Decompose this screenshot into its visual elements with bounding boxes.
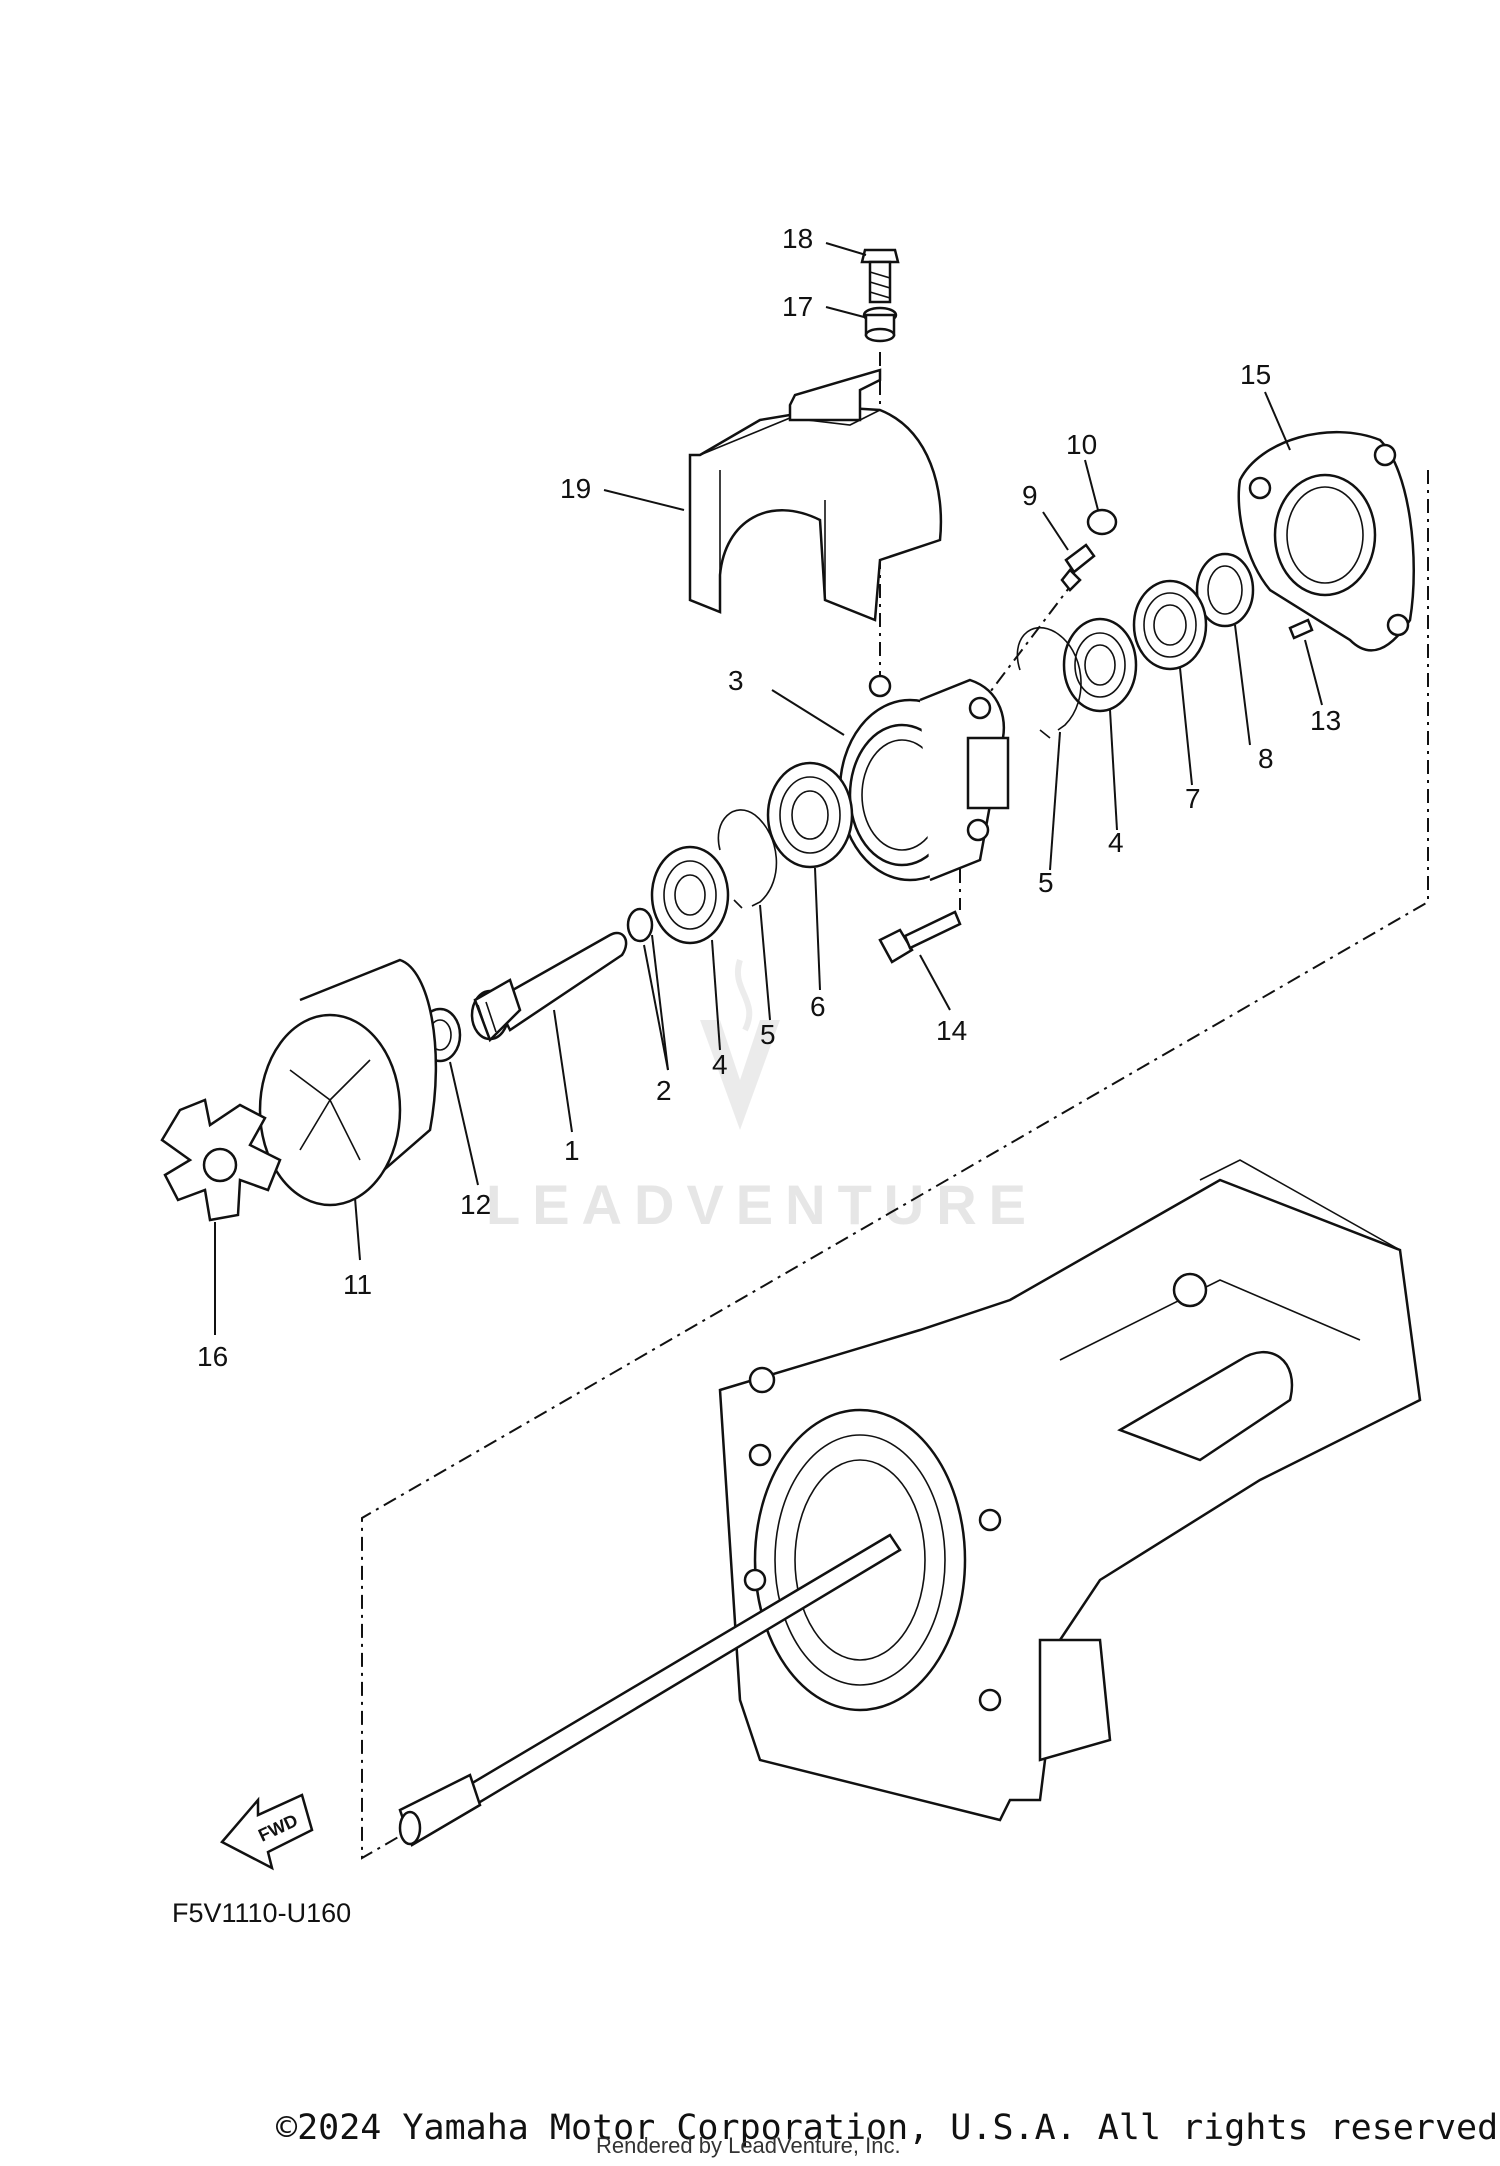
leadventure-watermark: LEADVENTURE bbox=[486, 1173, 1039, 1236]
callout-4-upper: 4 bbox=[1108, 827, 1124, 858]
callout-8: 8 bbox=[1258, 743, 1274, 774]
part-17-collar bbox=[862, 306, 898, 343]
rendered-by-notice: Rendered by LeadVenture, Inc. bbox=[596, 2133, 901, 2158]
part-16-damper bbox=[160, 1098, 282, 1222]
callout-13: 13 bbox=[1310, 705, 1341, 736]
jet-pump-housing bbox=[718, 1159, 1422, 1822]
callout-4-lower: 4 bbox=[712, 1049, 728, 1080]
callout-labels: 18 17 19 15 10 9 3 13 8 7 4 5 6 5 4 14 2… bbox=[197, 223, 1341, 1372]
callout-11: 11 bbox=[343, 1269, 372, 1300]
part-13-dowel-pin bbox=[1288, 618, 1314, 640]
grease-axis-line bbox=[977, 579, 1076, 709]
callout-3: 3 bbox=[728, 665, 744, 696]
assembly-frame-line bbox=[361, 470, 1429, 1860]
part-2-o-ring bbox=[626, 907, 654, 943]
callout-1: 1 bbox=[564, 1135, 580, 1166]
part-7-bearing bbox=[1132, 579, 1208, 671]
callout-16: 16 bbox=[197, 1341, 228, 1372]
fwd-arrow-icon: FWD bbox=[220, 1793, 314, 1871]
callout-6: 6 bbox=[810, 991, 826, 1022]
drive-shaft bbox=[398, 1533, 902, 1847]
part-3-bearing-housing bbox=[838, 674, 1010, 882]
part-9-grease-nipple bbox=[1060, 543, 1096, 592]
part-5-circlip-lower bbox=[717, 809, 778, 909]
part-6-bearing bbox=[766, 761, 854, 869]
part-1-shaft bbox=[470, 931, 628, 1043]
callout-5-upper: 5 bbox=[1038, 867, 1054, 898]
leader-lines bbox=[214, 242, 1323, 1335]
part-15-cover-plate bbox=[1237, 430, 1415, 652]
callout-5-lower: 5 bbox=[760, 1019, 776, 1050]
callout-10: 10 bbox=[1066, 429, 1097, 460]
callout-2: 2 bbox=[656, 1075, 672, 1106]
callout-18: 18 bbox=[782, 223, 813, 254]
callout-15: 15 bbox=[1240, 359, 1271, 390]
callout-14: 14 bbox=[936, 1015, 967, 1046]
part-4-bearing-lower bbox=[650, 845, 730, 945]
part-10-cap bbox=[1086, 508, 1118, 536]
part-11-coupling bbox=[258, 958, 438, 1207]
callout-12: 12 bbox=[460, 1189, 491, 1220]
part-14-bolt bbox=[878, 910, 962, 964]
callout-17: 17 bbox=[782, 291, 813, 322]
part-8-oil-seal bbox=[1195, 552, 1255, 628]
part-4-bearing-upper bbox=[1062, 617, 1138, 713]
copyright-notice: ©2024 Yamaha Motor Corporation, U.S.A. A… bbox=[276, 2108, 1500, 2148]
callout-19: 19 bbox=[560, 473, 591, 504]
part-5-circlip-upper bbox=[1016, 626, 1082, 739]
callout-9: 9 bbox=[1022, 480, 1038, 511]
callout-7: 7 bbox=[1185, 783, 1201, 814]
part-18-bolt bbox=[860, 248, 900, 304]
diagram-code: F5V1110-U160 bbox=[172, 1898, 352, 1928]
part-19-cover bbox=[688, 368, 943, 622]
